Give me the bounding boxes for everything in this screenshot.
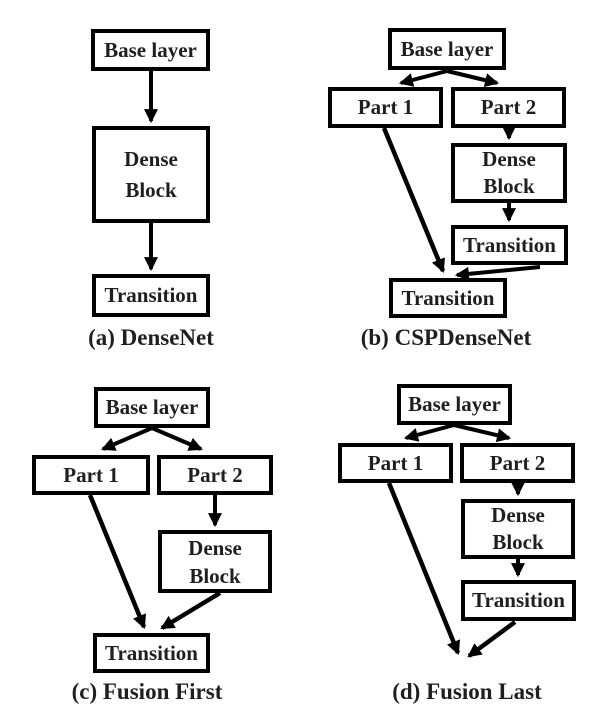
node-b-transition-2: Transition (389, 278, 507, 318)
node-d-part1: Part 1 (338, 443, 453, 483)
node-c-transition: Transition (93, 633, 210, 673)
node-d-base-layer: Base layer (397, 384, 512, 425)
node-c-part2: Part 2 (157, 455, 273, 495)
node-b-base-layer: Base layer (388, 28, 506, 70)
edge-d-base-part2-arrow (453, 423, 512, 443)
node-d-dense-block: Dense Block (461, 499, 575, 559)
edge-b-part1-transition2-arrow (381, 127, 446, 273)
node-b-dense-block: Dense Block (451, 143, 567, 203)
node-a-transition: Transition (92, 274, 210, 317)
caption-d: (d) Fusion Last (392, 679, 542, 704)
edge-b-transition1-transition2-arrow (454, 265, 541, 281)
node-c-part1: Part 1 (32, 455, 150, 495)
caption-a: (a) DenseNet (88, 325, 214, 350)
node-d-part2: Part 2 (460, 443, 575, 483)
edge-b-base-part2-arrow (446, 69, 500, 88)
edge-c-base-part2-arrow (151, 426, 203, 451)
caption-b: (b) CSPDenseNet (360, 325, 532, 350)
node-d-transition: Transition (461, 580, 576, 621)
edge-d-part1-output-arrow (386, 482, 461, 655)
node-b-transition-1: Transition (451, 225, 568, 265)
node-b-part1: Part 1 (328, 87, 443, 128)
node-a-dense-block: Dense Block (92, 126, 210, 223)
node-c-base-layer: Base layer (94, 387, 210, 428)
edge-b-base-part1-arrow (398, 69, 448, 87)
edge-c-base-part1-arrow (101, 426, 153, 451)
edge-d-base-part1-arrow (403, 423, 455, 442)
edge-d-transition-output-arrow (467, 620, 517, 658)
node-b-part2: Part 2 (451, 87, 566, 128)
node-a-base-layer: Base layer (91, 29, 210, 71)
edge-c-part1-transition-arrow (87, 494, 147, 629)
node-c-dense-block: Dense Block (158, 530, 272, 593)
edge-c-dense-transition-arrow (160, 591, 222, 630)
caption-c: (c) Fusion First (71, 679, 223, 704)
